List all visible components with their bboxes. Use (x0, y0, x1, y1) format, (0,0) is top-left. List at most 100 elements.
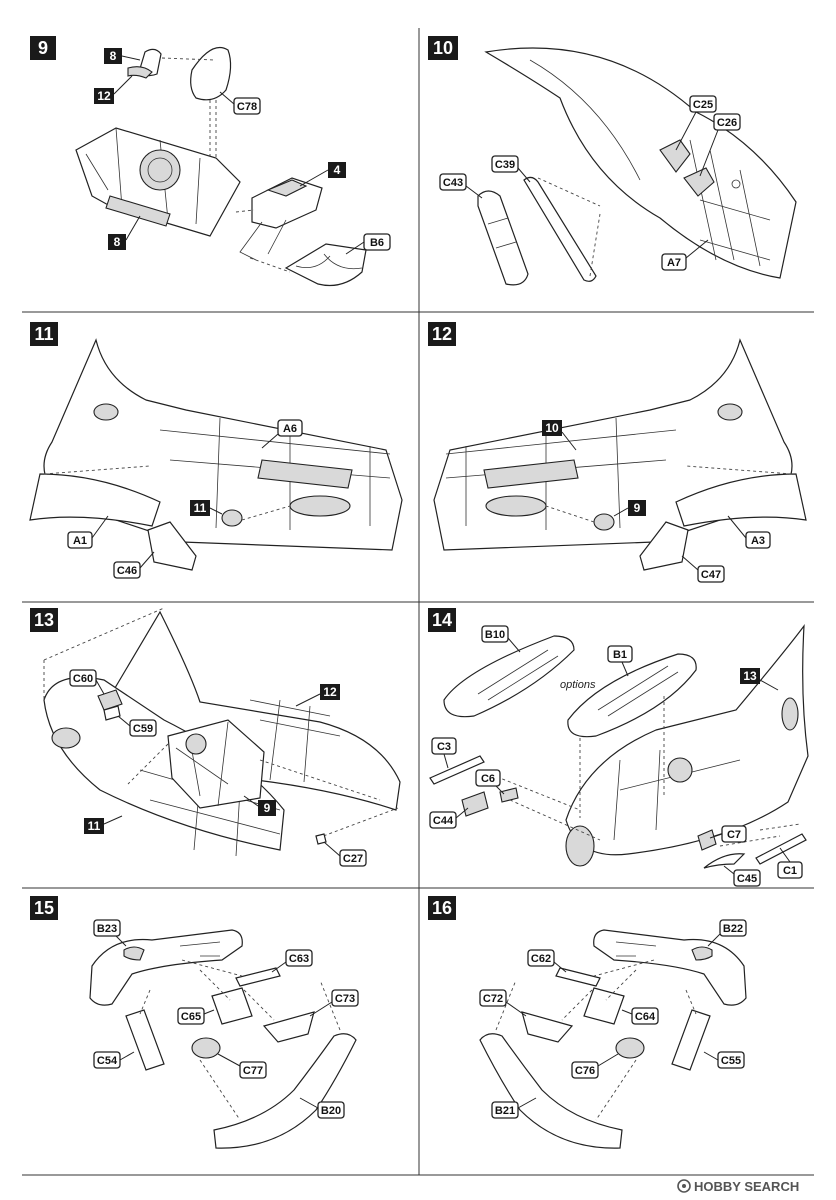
callout-c26: C26 (699, 113, 741, 177)
svg-text:B21: B21 (495, 1105, 515, 1117)
svg-text:A1: A1 (73, 535, 87, 547)
callout-c39: C39 (491, 155, 531, 183)
svg-text:9: 9 (634, 501, 641, 515)
svg-text:C73: C73 (335, 993, 355, 1005)
callout-c44: C44 (429, 807, 469, 829)
step-16-number: 16 (432, 898, 452, 918)
svg-text:C44: C44 (433, 815, 454, 827)
step-11-panel: 11 A6 11 A1 (29, 322, 403, 579)
callout-c54: C54 (93, 1051, 135, 1069)
svg-text:11: 11 (88, 819, 101, 833)
svg-text:13: 13 (743, 669, 757, 683)
callout-c6: C6 (475, 769, 505, 795)
step-11-drawing (29, 338, 403, 571)
step-10-number: 10 (433, 38, 453, 58)
callout-12-ref: 12 (295, 684, 340, 707)
callout-b1: B1 (607, 645, 633, 677)
svg-text:C72: C72 (483, 993, 503, 1005)
svg-text:C64: C64 (635, 1011, 656, 1023)
svg-text:A6: A6 (283, 423, 297, 435)
callout-12: 12 (94, 75, 133, 104)
callout-c43: C43 (439, 173, 483, 199)
callout-a7: A7 (661, 239, 709, 271)
svg-text:C54: C54 (97, 1055, 118, 1067)
callout-c76: C76 (571, 1053, 619, 1079)
svg-text:C7: C7 (727, 829, 741, 841)
step-12-number: 12 (432, 324, 452, 344)
callout-c25: C25 (675, 95, 717, 151)
svg-text:B23: B23 (97, 923, 117, 935)
callout-c27: C27 (323, 841, 367, 867)
svg-text:8: 8 (114, 235, 121, 249)
callout-b21: B21 (491, 1097, 537, 1119)
svg-text:B6: B6 (370, 237, 384, 249)
step-9-drawing (75, 46, 367, 287)
callout-c7: C7 (709, 825, 747, 843)
callout-a6: A6 (261, 419, 303, 449)
step-10-drawing (477, 47, 797, 286)
options-note: options (560, 679, 596, 691)
callout-c72: C72 (479, 989, 527, 1017)
callout-11: 11 (190, 500, 223, 516)
step-13-panel: 13 C60 12 (30, 607, 401, 867)
svg-text:C47: C47 (701, 569, 721, 581)
step-14-number: 14 (432, 610, 452, 630)
callout-b23: B23 (93, 919, 127, 947)
callout-a3: A3 (727, 515, 771, 549)
callout-9: 9 (613, 500, 646, 517)
callout-c63: C63 (271, 949, 313, 973)
callout-9-ref: 9 (243, 795, 276, 816)
watermark: HOBBY SEARCH (677, 1179, 799, 1194)
step-9-panel: 9 8 (30, 36, 391, 287)
callout-c59: C59 (117, 715, 157, 737)
step-16-drawing (479, 929, 747, 1149)
svg-text:4: 4 (334, 163, 341, 177)
svg-text:C27: C27 (343, 853, 363, 865)
svg-text:8: 8 (110, 49, 117, 63)
svg-text:C45: C45 (737, 873, 757, 885)
svg-text:C78: C78 (237, 101, 257, 113)
callout-b6: B6 (345, 233, 391, 255)
svg-text:C77: C77 (243, 1065, 263, 1077)
step-14-drawing (429, 624, 809, 869)
callout-c62: C62 (527, 949, 567, 973)
step-9-number: 9 (38, 38, 48, 58)
svg-text:C76: C76 (575, 1065, 595, 1077)
callout-b20: B20 (299, 1097, 345, 1119)
svg-text:C43: C43 (443, 177, 463, 189)
svg-text:C25: C25 (693, 99, 713, 111)
callout-c45: C45 (723, 865, 761, 887)
svg-text:12: 12 (323, 685, 337, 699)
step-13-drawing (43, 607, 401, 857)
callout-c65: C65 (177, 1007, 215, 1025)
svg-text:11: 11 (194, 501, 207, 515)
callout-8-top: 8 (104, 48, 141, 64)
svg-text:10: 10 (545, 421, 559, 435)
callout-c55: C55 (703, 1051, 745, 1069)
step-16-panel: 16 B22 C62 (428, 896, 747, 1149)
step-14-panel: 14 options B10 (428, 608, 809, 887)
watermark-logo-icon (677, 1179, 691, 1193)
callout-c3: C3 (431, 737, 457, 769)
callout-b22: B22 (707, 919, 747, 947)
svg-text:C59: C59 (133, 723, 153, 735)
callout-10: 10 (542, 420, 577, 451)
svg-text:C46: C46 (117, 565, 137, 577)
callout-c77: C77 (217, 1053, 267, 1079)
svg-text:C6: C6 (481, 773, 495, 785)
svg-text:C26: C26 (717, 117, 737, 129)
svg-text:A7: A7 (667, 257, 681, 269)
svg-text:C39: C39 (495, 159, 515, 171)
svg-text:C3: C3 (437, 741, 451, 753)
callout-a1: A1 (67, 515, 109, 549)
svg-text:C65: C65 (181, 1011, 201, 1023)
svg-text:B10: B10 (485, 629, 505, 641)
step-15-number: 15 (34, 898, 54, 918)
callout-c1: C1 (777, 847, 803, 879)
svg-text:9: 9 (264, 801, 271, 815)
step-13-number: 13 (34, 610, 54, 630)
step-12-drawing (433, 338, 807, 571)
callout-c47: C47 (681, 555, 725, 583)
svg-text:B20: B20 (321, 1105, 341, 1117)
svg-text:C63: C63 (289, 953, 309, 965)
